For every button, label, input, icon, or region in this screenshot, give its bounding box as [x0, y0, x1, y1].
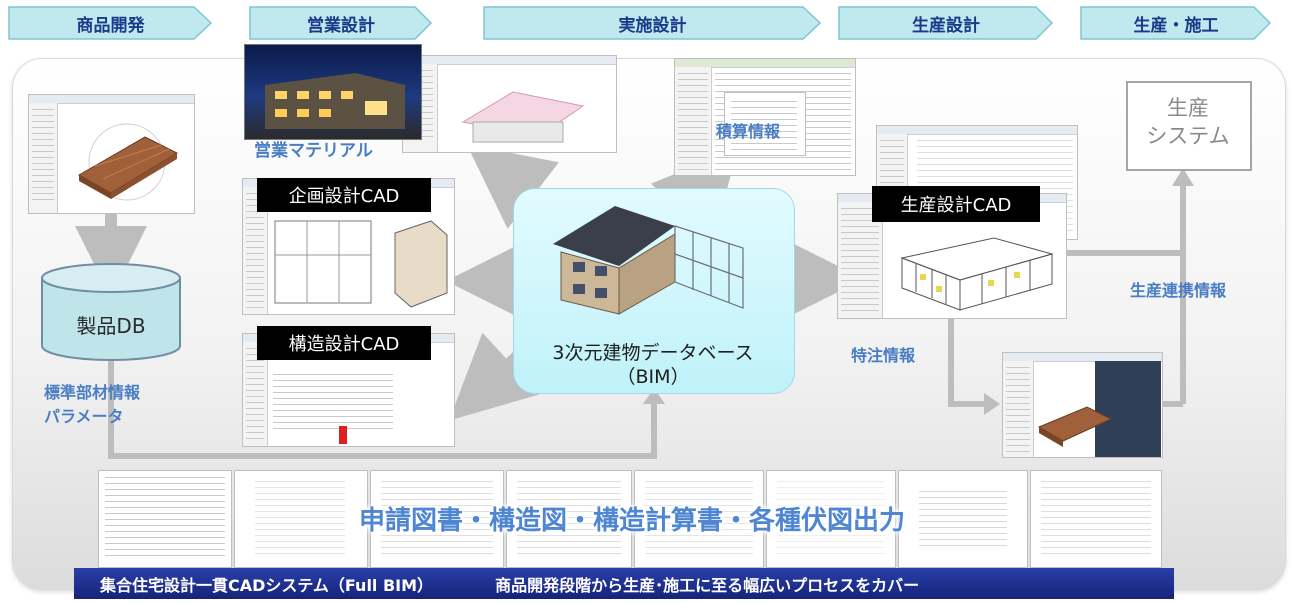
process-step-product-dev: 商品開発	[8, 6, 213, 40]
production-system-box	[1126, 81, 1252, 171]
footer-left-text: 集合住宅設計一貫CADシステム（Full BIM）	[100, 575, 434, 595]
drawing-output-label: 申請図書・構造図・構造計算書・各種伏図出力	[358, 506, 905, 536]
process-step-label: 実施設計	[618, 15, 687, 36]
standard-parts-label-line1: 標準部材情報	[44, 383, 141, 402]
drawing-thumbnail	[1030, 470, 1162, 568]
footer-banner: 集合住宅設計一貫CADシステム（Full BIM） 商品開発段階から生産･施工に…	[74, 568, 1174, 599]
process-step-detail-design: 実施設計	[483, 6, 822, 40]
planning-cad-label: 企画設計CAD	[257, 178, 431, 212]
drawing-thumbnail	[234, 470, 368, 568]
estimate-info-label: 積算情報	[716, 122, 781, 141]
bim-label-line1: 3次元建物データベース	[552, 342, 754, 364]
drawing-thumbnail	[898, 470, 1028, 568]
estimate-document	[724, 92, 806, 156]
standard-parts-label-line2: パラメータ	[44, 407, 124, 426]
process-step-label: 生産設計	[912, 15, 980, 36]
special-order-label: 特注情報	[851, 346, 916, 365]
bim-house-model	[543, 196, 753, 326]
process-step-construction: 生産・施工	[1080, 6, 1272, 40]
structural-cad-label: 構造設計CAD	[257, 326, 431, 360]
process-step-sales-design: 営業設計	[249, 6, 433, 40]
drawing-thumbnails-strip	[98, 470, 1162, 568]
product-db-label: 製品DB	[76, 314, 146, 338]
product-dev-screenshot	[28, 94, 195, 214]
production-cad-label: 生産設計CAD	[872, 186, 1040, 222]
process-step-label: 商品開発	[76, 15, 145, 36]
production-link-label: 生産連携情報	[1130, 281, 1227, 300]
sales-rendering-screenshot	[402, 55, 617, 153]
special-order-screenshot	[1002, 352, 1163, 458]
footer-right-text: 商品開発段階から生産･施工に至る幅広いプロセスをカバー	[495, 575, 920, 595]
process-step-label: 生産・施工	[1133, 15, 1219, 36]
drawing-thumbnail	[98, 470, 232, 568]
drawing-thumbnail	[766, 470, 896, 568]
bim-label-line2: （BIM）	[616, 366, 690, 388]
process-step-production-design: 生産設計	[838, 6, 1054, 40]
sales-night-photo	[244, 44, 422, 140]
sales-material-label: 営業マテリアル	[254, 141, 373, 161]
production-system-label-line1: 生産	[1167, 96, 1209, 120]
database-icon	[41, 263, 181, 361]
drawing-thumbnail	[370, 470, 504, 568]
drawing-thumbnail	[634, 470, 764, 568]
drawing-thumbnail	[506, 470, 632, 568]
process-step-label: 営業設計	[307, 15, 375, 36]
production-system-label-line2: システム	[1146, 124, 1230, 148]
